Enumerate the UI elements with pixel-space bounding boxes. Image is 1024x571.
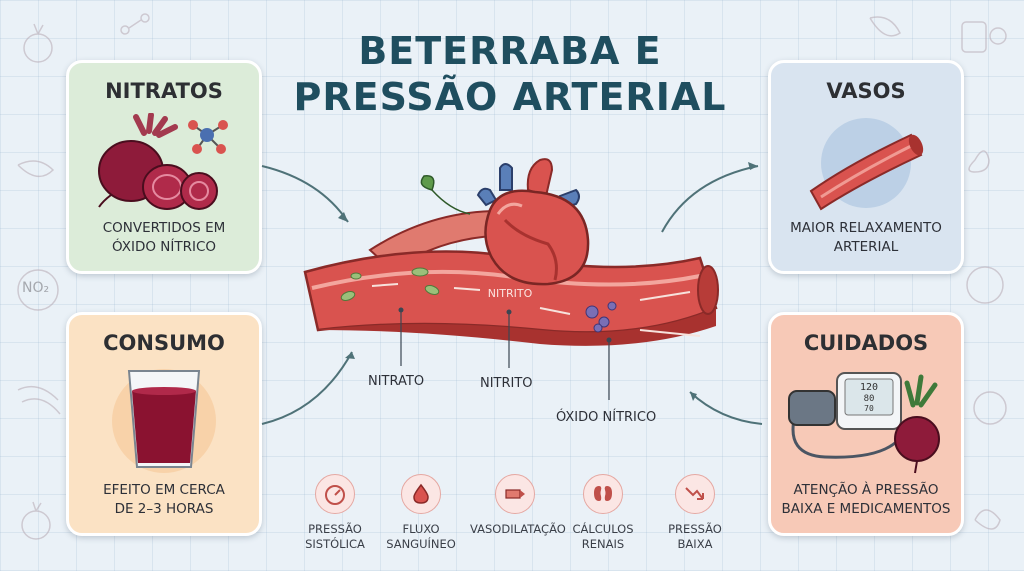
juice-glass-illustration — [112, 369, 216, 473]
monitor-reading-1: 120 — [860, 382, 878, 393]
icon-item-pressao-sistolica: PRESSÃO SISTÓLICA — [298, 474, 372, 552]
page-title: BETERRABA E PRESSÃO ARTERIAL — [260, 28, 760, 120]
icon-caption: CÁLCULOS RENAIS — [572, 522, 634, 551]
arrow-nitratos-to-vessel — [261, 165, 349, 223]
consumo-card: CONSUMO EFEITO EM CERCA DE 2–3 HORAS — [66, 312, 262, 536]
title-line-2: PRESSÃO ARTERIAL — [293, 75, 727, 119]
arrow-cuidados-to-vessel — [689, 391, 763, 425]
consumo-card-text: EFEITO EM CERCA DE 2–3 HORAS — [103, 482, 225, 517]
icon-item-fluxo-sanguineo: FLUXO SANGUÍNEO — [384, 474, 458, 552]
blood-vessel-illustration — [809, 118, 924, 211]
icon-caption: FLUXO SANGUÍNEO — [386, 522, 456, 551]
vessel-nitrito-label: NITRITO — [488, 287, 533, 300]
cuidados-card-title: CUIDADOS — [803, 331, 929, 355]
label-nitrato: NITRATO — [368, 374, 425, 389]
molecule-icon — [188, 120, 228, 154]
no2-decoration: NO₂ — [22, 280, 50, 296]
consumo-card-title: CONSUMO — [103, 331, 225, 355]
title-line-1: BETERRABA E — [358, 29, 662, 73]
nitratos-card-title: NITRATOS — [105, 79, 223, 103]
icon-item-vasodilatacao: VASODILATAÇÃO — [470, 474, 566, 537]
icon-caption: PRESSÃO BAIXA — [668, 522, 722, 551]
arrow-vessel-to-vasos — [661, 165, 759, 233]
vasos-card-text: MAIOR RELAXAMENTO ARTERIAL — [790, 220, 942, 255]
kidney-icon — [594, 486, 612, 501]
icon-caption: PRESSÃO SISTÓLICA — [305, 522, 365, 551]
cuidados-card: CUIDADOS 120 80 70 ATENÇÃO À PRESSÃO BAI… — [768, 312, 964, 536]
trend-down-icon — [685, 487, 704, 500]
arrow-consumo-to-vessel — [261, 351, 353, 425]
beet-slices-illustration — [98, 113, 228, 210]
vasodilation-icon — [505, 489, 525, 499]
gauge-icon — [325, 485, 345, 505]
cuidados-card-text: ATENÇÃO À PRESSÃO BAIXA E MEDICAMENTOS — [781, 482, 951, 517]
label-nitrito: NITRITO — [480, 376, 533, 391]
monitor-reading-2: 80 — [864, 394, 875, 404]
icon-caption: VASODILATAÇÃO — [470, 522, 566, 536]
nitratos-card-text: CONVERTIDOS EM ÓXIDO NÍTRICO — [102, 220, 226, 255]
vasos-card: VASOS MAIOR RELAXAMENTO ARTERIAL — [768, 60, 964, 274]
vasos-card-title: VASOS — [826, 79, 906, 103]
nitratos-card: NITRATOS CONVERTIDOS EM ÓXIDO NÍTRICO — [66, 60, 262, 274]
heart-illustration — [476, 158, 590, 286]
icon-item-pressao-baixa: PRESSÃO BAIXA — [658, 474, 732, 552]
icon-item-calculos-renais: CÁLCULOS RENAIS — [566, 474, 640, 552]
label-oxido-nitrico: ÓXIDO NÍTRICO — [556, 410, 657, 425]
blood-pressure-monitor-illustration: 120 80 70 — [788, 372, 940, 474]
blood-drop-icon — [413, 483, 429, 504]
monitor-reading-3: 70 — [864, 404, 874, 413]
